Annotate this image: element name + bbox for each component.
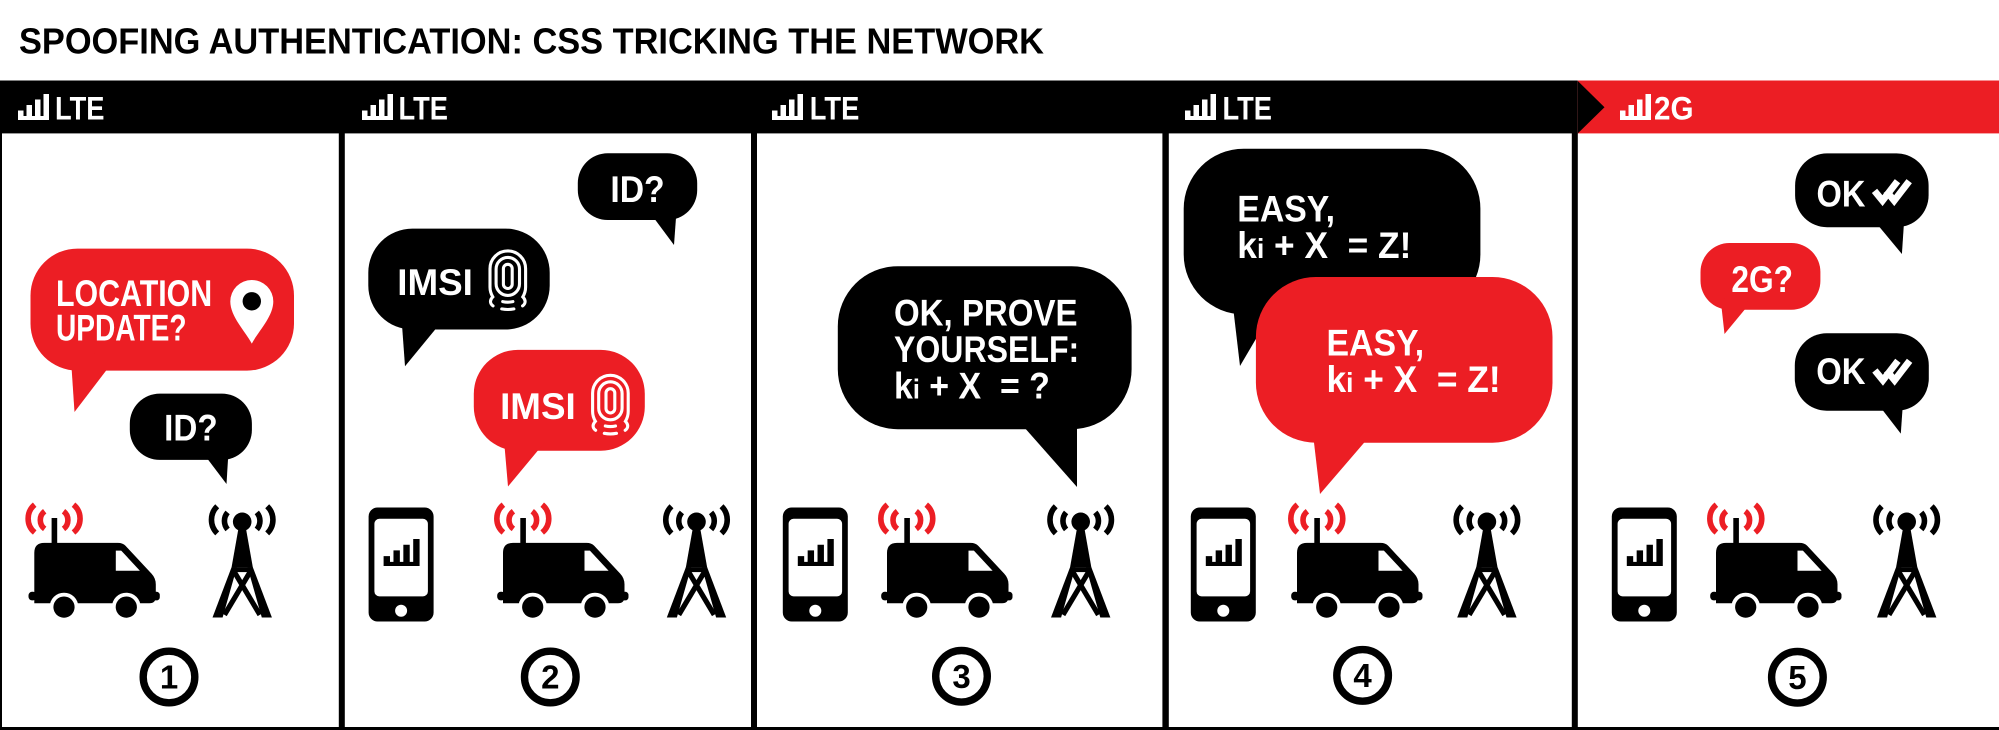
svg-text:ki + X = ?: ki + X = ?: [894, 366, 1050, 407]
svg-text:4: 4: [1353, 657, 1372, 694]
svg-text:ID?: ID?: [610, 169, 664, 210]
svg-text:OK: OK: [1816, 351, 1866, 392]
svg-text:UPDATE?: UPDATE?: [56, 307, 187, 348]
svg-text:SPOOFING AUTHENTICATION: CSS T: SPOOFING AUTHENTICATION: CSS TRICKING TH…: [19, 21, 1044, 62]
svg-text:OK, PROVE: OK, PROVE: [894, 293, 1078, 334]
svg-text:LOCATION: LOCATION: [56, 273, 212, 314]
svg-text:IMSI: IMSI: [500, 386, 576, 427]
svg-text:YOURSELF:: YOURSELF:: [894, 329, 1079, 370]
svg-text:IMSI: IMSI: [397, 262, 473, 303]
svg-text:LTE: LTE: [810, 91, 860, 127]
svg-text:EASY,: EASY,: [1327, 323, 1425, 364]
svg-text:2G?: 2G?: [1731, 259, 1793, 300]
svg-text:ki + X = Z!: ki + X = Z!: [1327, 359, 1501, 400]
svg-text:ID?: ID?: [164, 407, 218, 448]
svg-text:LTE: LTE: [1223, 91, 1273, 127]
svg-text:EASY,: EASY,: [1237, 189, 1335, 230]
svg-text:ki + X = Z!: ki + X = Z!: [1237, 225, 1411, 266]
svg-text:1: 1: [160, 659, 178, 696]
svg-text:LTE: LTE: [55, 91, 105, 127]
svg-text:LTE: LTE: [399, 91, 449, 127]
svg-text:OK: OK: [1817, 174, 1866, 215]
svg-text:2: 2: [541, 659, 559, 696]
svg-text:5: 5: [1788, 659, 1806, 696]
svg-text:3: 3: [952, 658, 970, 695]
svg-text:2G: 2G: [1654, 91, 1694, 127]
